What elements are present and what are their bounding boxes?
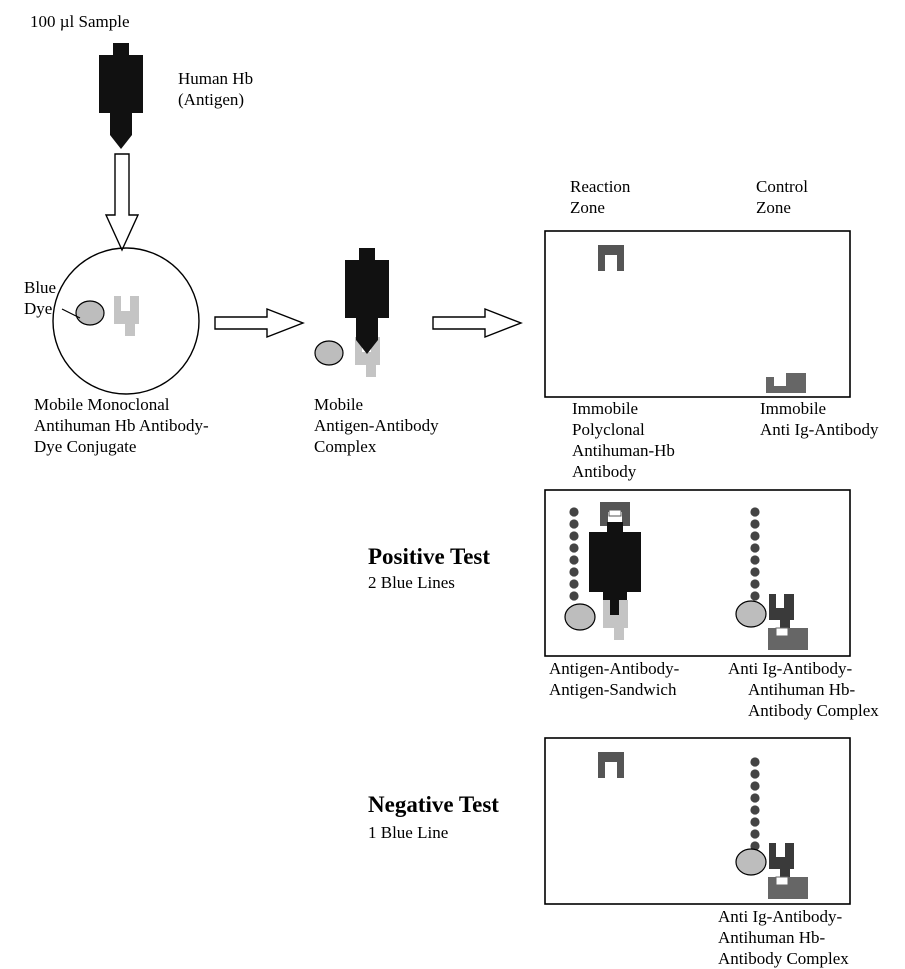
immobile-poly-label-line4: Antibody [572, 462, 637, 481]
conjugate-label-line1: Mobile Monoclonal [34, 395, 170, 414]
pos-complex-label-line2: Antihuman Hb- [748, 680, 856, 699]
positive-control-dye-icon [735, 600, 767, 628]
negative-control-antibody [769, 843, 794, 879]
neg-complex-label-line1: Anti Ig-Antibody- [718, 907, 843, 926]
reaction-zone-label-line1: Reaction [570, 177, 631, 196]
right-arrow-icon [432, 308, 522, 338]
positive-test-title: Positive Test [368, 544, 490, 569]
down-arrow-icon [104, 153, 140, 252]
negative-strip [544, 737, 851, 905]
immobile-anti-label-line1: Immobile [760, 399, 826, 418]
immobile-poly-label-line1: Immobile [572, 399, 638, 418]
immobile-poly-label-line3: Antihuman-Hb [572, 441, 675, 460]
control-zone-label-line2: Zone [756, 198, 791, 217]
positive-sandwich-antigen [589, 522, 641, 626]
negative-polyclonal-antibody [598, 752, 624, 778]
positive-polyclonal-antibody [600, 502, 630, 526]
positive-test-subtitle: 2 Blue Lines [368, 573, 455, 592]
sandwich-label-line2: Antigen-Sandwich [549, 680, 677, 699]
pos-complex-label-line1: Anti Ig-Antibody- [728, 659, 853, 678]
blue-dye-label-line2: Dye [24, 299, 52, 318]
immobile-anti-ig-antibody [766, 373, 806, 393]
complex-label-line3: Complex [314, 437, 377, 456]
sample-label: 100 µl Sample [30, 12, 130, 31]
conjugate-circle [52, 247, 200, 395]
immobile-poly-label-line2: Polyclonal [572, 420, 645, 439]
conjugate-label-line2: Antihuman Hb Antibody- [34, 416, 209, 435]
positive-polyclonal-cap [608, 509, 622, 517]
positive-control-dye-dots [750, 507, 760, 601]
immobile-polyclonal-antibody [598, 245, 624, 271]
complex-label-line2: Antigen-Antibody [314, 416, 439, 435]
right-arrow-icon [214, 308, 304, 338]
sandwich-label-line1: Antigen-Antibody- [549, 659, 680, 678]
blue-dye-label-line1: Blue [24, 278, 56, 297]
mobile-complex-antigen [345, 248, 389, 354]
complex-label-line1: Mobile [314, 395, 363, 414]
human-hb-antigen [99, 43, 143, 149]
neg-complex-label-line2: Antihuman Hb- [718, 928, 826, 947]
immobile-anti-label-line2: Anti Ig-Antibody [760, 420, 879, 439]
conjugate-label-line3: Dye Conjugate [34, 437, 136, 456]
positive-strip [544, 489, 851, 657]
blue-dye-icon [75, 300, 105, 326]
negative-control-anti-ig-notch [775, 876, 789, 886]
neg-complex-label-line3: Antibody Complex [718, 949, 849, 968]
control-zone-label-line1: Control [756, 177, 808, 196]
pos-complex-label-line3: Antibody Complex [748, 701, 879, 720]
monoclonal-antibody [114, 296, 139, 336]
negative-control-dye-icon [735, 848, 767, 876]
complex-dye-icon [314, 340, 344, 366]
antigen-label-line2: (Antigen) [178, 90, 244, 109]
antigen-label-line1: Human Hb [178, 69, 253, 88]
positive-control-antibody [769, 594, 794, 630]
negative-test-title: Negative Test [368, 792, 499, 817]
blue-dye-pointer [61, 308, 81, 319]
reaction-zone-label-line2: Zone [570, 198, 605, 217]
test-strip [544, 230, 851, 398]
negative-test-subtitle: 1 Blue Line [368, 823, 448, 842]
positive-control-anti-ig-notch [775, 627, 789, 637]
negative-control-dye-dots [750, 757, 760, 851]
positive-dye-icon [564, 603, 596, 631]
positive-dye-dots [569, 507, 579, 601]
